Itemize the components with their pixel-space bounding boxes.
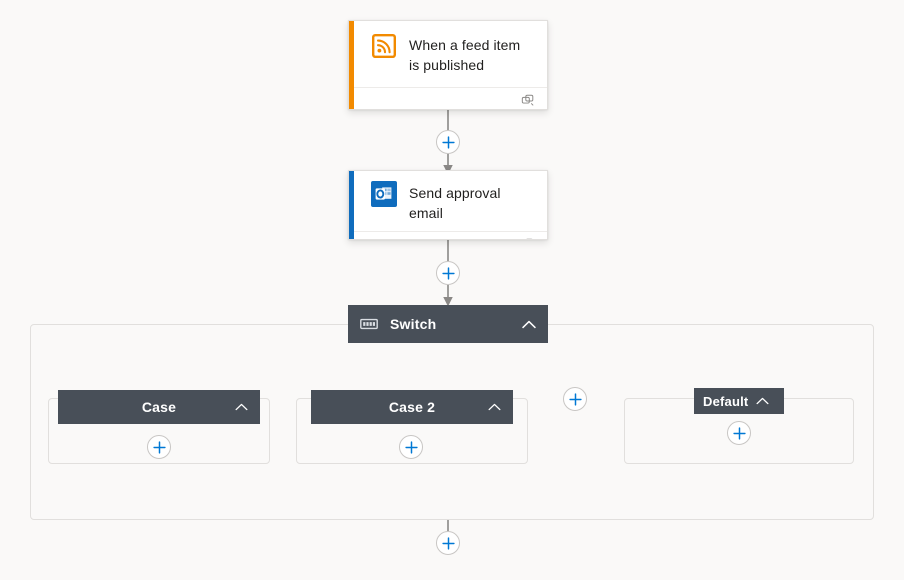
case2-title: Case 2 bbox=[388, 399, 436, 415]
switch-title: Switch bbox=[390, 316, 437, 332]
insert-step-icon bbox=[441, 135, 455, 149]
insert-step-icon bbox=[441, 266, 455, 280]
insert-step-button-case1[interactable] bbox=[147, 435, 171, 459]
trigger-card-footer bbox=[349, 87, 547, 109]
insert-step-button-trigger-to-email[interactable] bbox=[436, 130, 460, 154]
email-title: Send approval email bbox=[409, 185, 501, 221]
insert-step-icon bbox=[441, 536, 455, 550]
switch-node-header[interactable]: Switch bbox=[348, 305, 548, 343]
case1-node-header[interactable]: Case bbox=[58, 390, 260, 424]
insert-step-icon bbox=[404, 440, 418, 454]
connector-link-icon[interactable] bbox=[521, 237, 535, 239]
trigger-accent-bar bbox=[349, 21, 354, 109]
chevron-up-icon[interactable] bbox=[522, 320, 536, 329]
connector-link-icon[interactable] bbox=[521, 93, 535, 107]
action-card-send-approval-email[interactable]: Send approval email bbox=[348, 170, 548, 240]
default-title: Default bbox=[703, 393, 749, 409]
add-case-button[interactable] bbox=[563, 387, 587, 411]
chevron-up-icon[interactable] bbox=[756, 397, 769, 405]
email-accent-bar bbox=[349, 171, 354, 239]
case1-title: Case bbox=[141, 399, 177, 415]
chevron-up-icon[interactable] bbox=[488, 403, 501, 411]
insert-step-button-case2[interactable] bbox=[399, 435, 423, 459]
trigger-title: When a feed item is published bbox=[409, 37, 521, 73]
rss-icon bbox=[371, 33, 397, 59]
email-card-footer bbox=[349, 231, 547, 239]
switch-icon bbox=[360, 318, 378, 330]
trigger-card-body: When a feed item is published bbox=[349, 21, 547, 87]
insert-step-button-after-switch[interactable] bbox=[436, 531, 460, 555]
chevron-up-icon[interactable] bbox=[235, 403, 248, 411]
insert-step-icon bbox=[568, 392, 582, 406]
insert-step-button-default[interactable] bbox=[727, 421, 751, 445]
email-card-body: Send approval email bbox=[349, 171, 547, 231]
insert-step-icon bbox=[152, 440, 166, 454]
outlook-icon bbox=[371, 181, 397, 207]
insert-step-icon bbox=[732, 426, 746, 440]
insert-step-button-email-to-switch[interactable] bbox=[436, 261, 460, 285]
action-card-trigger[interactable]: When a feed item is published bbox=[348, 20, 548, 110]
default-node-header[interactable]: Default bbox=[694, 388, 784, 414]
case2-node-header[interactable]: Case 2 bbox=[311, 390, 513, 424]
